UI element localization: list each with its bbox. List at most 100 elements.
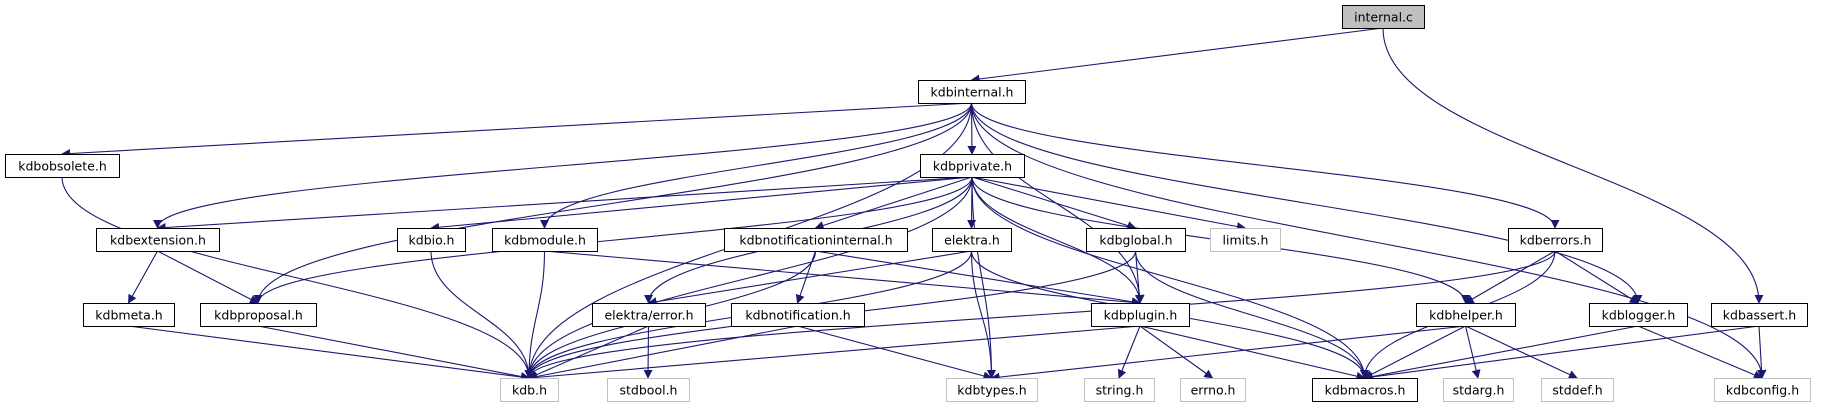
edge-kdbextension-to-kdbmeta xyxy=(128,250,158,304)
node-box xyxy=(500,378,559,402)
node-label: errno.h xyxy=(1191,383,1236,398)
edge-kdbglobal-to-kdbmacros xyxy=(1134,250,1369,379)
node-kdbmacros[interactable]: kdbmacros.h xyxy=(1312,378,1418,402)
node-kdberrors[interactable]: kdberrors.h xyxy=(1508,228,1603,252)
nodes-layer: internal.c kdbinternal.h kdbobsolete.h kdbp… xyxy=(5,5,1811,402)
edge-kdbplugin-to-errno xyxy=(1139,325,1214,379)
edge-kdbglobal-to-kdbplugin xyxy=(1134,250,1144,304)
node-box xyxy=(1541,378,1614,402)
edge-kdbprivate-to-kdbnotificationinternal xyxy=(814,176,973,230)
node-box xyxy=(607,378,690,402)
node-label: kdbnotification.h xyxy=(745,308,850,323)
node-elektra[interactable]: elektra.h xyxy=(932,228,1012,252)
node-kdbglobal[interactable]: kdbglobal.h xyxy=(1086,228,1186,252)
edges-layer xyxy=(61,27,1767,382)
node-box xyxy=(1589,303,1688,327)
node-label: kdbmacros.h xyxy=(1325,383,1406,398)
node-kdbobsolete[interactable]: kdbobsolete.h xyxy=(5,154,120,178)
node-box xyxy=(1416,303,1516,327)
node-kdbnotificationinternal[interactable]: kdbnotificationinternal.h xyxy=(724,228,908,252)
node-kdbextension[interactable]: kdbextension.h xyxy=(96,228,220,252)
node-label: kdbconfig.h xyxy=(1726,383,1799,398)
node-kdbmeta[interactable]: kdbmeta.h xyxy=(83,303,175,327)
node-box xyxy=(932,228,1012,252)
node-label: kdbnotificationinternal.h xyxy=(739,233,892,248)
node-label: kdbmeta.h xyxy=(95,308,162,323)
node-internal-c[interactable]: internal.c xyxy=(1342,5,1425,29)
node-box xyxy=(724,228,908,252)
edge-kdbplugin-to-kdb xyxy=(528,325,1141,382)
edge-kdbinternal-to-kdberrors xyxy=(970,102,1560,229)
node-box xyxy=(1714,378,1811,402)
node-box xyxy=(1711,303,1808,327)
edge-kdbinternal-to-kdbextension xyxy=(153,102,973,229)
node-label: kdbplugin.h xyxy=(1104,308,1178,323)
edge-kdbprivate-to-kdbglobal xyxy=(971,176,1137,230)
node-kdbconfig: kdbconfig.h xyxy=(1714,378,1811,402)
node-kdbnotification[interactable]: kdbnotification.h xyxy=(731,303,865,327)
node-box xyxy=(731,303,865,327)
node-label: stddef.h xyxy=(1552,383,1602,398)
node-label: kdbassert.h xyxy=(1723,308,1796,323)
node-label: stdarg.h xyxy=(1453,383,1505,398)
node-limits: limits.h xyxy=(1210,228,1281,252)
node-label: limits.h xyxy=(1223,233,1269,248)
node-kdbtypes: kdbtypes.h xyxy=(946,378,1038,402)
node-box xyxy=(492,228,598,252)
node-label: kdbtypes.h xyxy=(957,383,1026,398)
edge-kdblogger-to-kdbconfig xyxy=(1637,325,1763,380)
node-label: kdbobsolete.h xyxy=(18,159,107,174)
node-box xyxy=(1084,378,1155,402)
node-kdbhelper[interactable]: kdbhelper.h xyxy=(1416,303,1516,327)
node-label: kdbhelper.h xyxy=(1429,308,1503,323)
edge-kdbextension-to-kdbproposal xyxy=(157,250,259,304)
node-kdbproposal[interactable]: kdbproposal.h xyxy=(200,303,317,327)
node-elektra-error[interactable]: elektra/error.h xyxy=(592,303,706,327)
node-label: kdbproposal.h xyxy=(214,308,303,323)
node-label: elektra/error.h xyxy=(604,308,693,323)
node-kdb: kdb.h xyxy=(500,378,559,402)
edge-kdberrors-to-kdb xyxy=(524,250,1556,379)
node-kdbprivate[interactable]: kdbprivate.h xyxy=(920,154,1025,178)
node-kdbplugin[interactable]: kdbplugin.h xyxy=(1091,303,1190,327)
edge-kdbprivate-to-kdb xyxy=(524,176,973,379)
node-string: string.h xyxy=(1084,378,1155,402)
node-label: kdblogger.h xyxy=(1602,308,1676,323)
edge-elektra-to-elektra_error xyxy=(647,250,972,307)
edge-kdbinternal-to-kdbconfig xyxy=(970,102,1767,379)
node-stdarg: stdarg.h xyxy=(1443,378,1514,402)
node-label: kdbextension.h xyxy=(110,233,206,248)
node-errno: errno.h xyxy=(1180,378,1246,402)
node-kdbinternal[interactable]: kdbinternal.h xyxy=(918,80,1026,104)
node-kdbmodule[interactable]: kdbmodule.h xyxy=(492,228,598,252)
node-box xyxy=(1210,228,1281,252)
node-box xyxy=(1086,228,1186,252)
node-kdblogger[interactable]: kdblogger.h xyxy=(1589,303,1688,327)
node-kdbassert[interactable]: kdbassert.h xyxy=(1711,303,1808,327)
edge-kdbprivate-to-kdbplugin xyxy=(971,176,1145,304)
node-label: kdbglobal.h xyxy=(1099,233,1172,248)
node-box xyxy=(1312,378,1418,402)
edge-kdbprivate-to-limits xyxy=(971,176,1246,231)
edge-kdbprivate-to-kdbproposal xyxy=(253,176,973,304)
node-box xyxy=(397,228,466,252)
edge-kdbnotification-to-kdbtypes xyxy=(797,325,993,381)
edge-kdberrors-to-kdblogger xyxy=(1554,250,1639,304)
node-box xyxy=(1091,303,1190,327)
edge-kdbinternal-to-kdbobsolete xyxy=(61,102,972,159)
edge-kdbhelper-to-stdarg xyxy=(1464,325,1481,379)
node-box xyxy=(1180,378,1246,402)
node-label: kdbmodule.h xyxy=(504,233,586,248)
node-label: kdb.h xyxy=(512,383,547,398)
node-box xyxy=(200,303,317,327)
node-stdbool: stdbool.h xyxy=(607,378,690,402)
edge-internal_c-to-kdbassert xyxy=(1382,27,1764,304)
node-label: kdbio.h xyxy=(409,233,455,248)
edge-kdbobsolete-to-kdb xyxy=(61,176,534,379)
edge-internal_c-to-kdbinternal xyxy=(970,27,1384,84)
edge-kdbnotificationinternal-to-kdbnotification xyxy=(795,250,817,304)
edge-kdbassert-to-kdbmacros xyxy=(1363,325,1760,382)
node-box xyxy=(1342,5,1425,29)
node-kdbio[interactable]: kdbio.h xyxy=(397,228,466,252)
